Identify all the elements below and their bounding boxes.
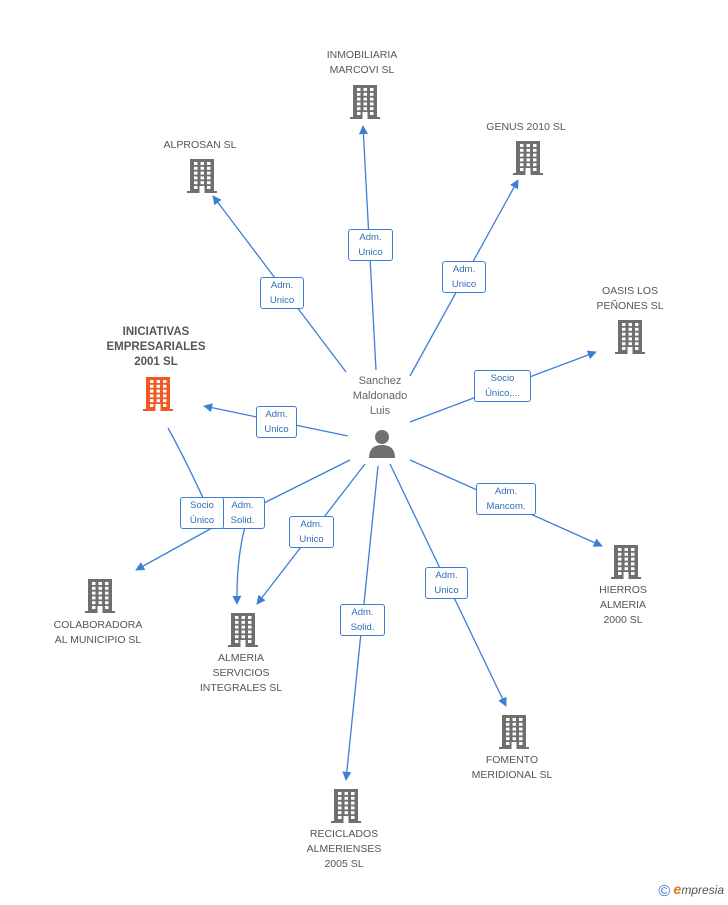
company-label-reciclados-almerienses[interactable]: RECICLADOS ALMERIENSES 2005 SL	[306, 828, 382, 870]
building-icon[interactable]	[228, 613, 258, 652]
person-icon[interactable]	[367, 428, 397, 463]
relation-badge[interactable]: Adm. Solid.	[340, 604, 385, 636]
company-label-oasis-los-penones[interactable]: OASIS LOS PEÑONES SL	[596, 285, 664, 312]
company-label-fomento-meridional[interactable]: FOMENTO MERIDIONAL SL	[471, 754, 553, 781]
building-icon[interactable]	[331, 789, 361, 828]
relation-badge[interactable]: Adm. Unico	[425, 567, 468, 599]
building-icon[interactable]	[611, 545, 641, 584]
company-label-hierros-almeria[interactable]: HIERROS ALMERIA 2000 SL	[599, 584, 647, 626]
relation-badge[interactable]: Adm. Unico	[442, 261, 486, 293]
relation-edge	[135, 527, 213, 571]
relation-badge[interactable]: Adm. Solid.	[220, 497, 265, 529]
company-label-almeria-servicios[interactable]: ALMERIA SERVICIOS INTEGRALES SL	[199, 652, 283, 694]
brand-logo-initial: e	[673, 881, 682, 897]
person-name[interactable]: Sanchez Maldonado Luis	[352, 375, 408, 417]
relation-badge[interactable]: Socio Único	[180, 497, 224, 529]
relation-badge[interactable]: Socio Único,...	[474, 370, 531, 402]
copyright-icon: ©	[658, 883, 671, 900]
building-icon[interactable]	[615, 320, 645, 359]
company-label-alprosan[interactable]: ALPROSAN SL	[163, 139, 237, 151]
relation-badge[interactable]: Adm. Unico	[260, 277, 304, 309]
company-label-colaboradora[interactable]: COLABORADORA AL MUNICIPIO SL	[53, 619, 143, 646]
relation-badge[interactable]: Adm. Unico	[289, 516, 334, 548]
brand-logo-text: mpresia	[681, 883, 724, 897]
building-icon[interactable]	[499, 715, 529, 754]
building-icon[interactable]	[85, 579, 115, 618]
building-icon[interactable]	[187, 159, 217, 198]
building-icon[interactable]	[513, 141, 543, 180]
relation-badge[interactable]: Adm. Unico	[348, 229, 393, 261]
relation-badge[interactable]: Adm. Unico	[256, 406, 297, 438]
relation-badge[interactable]: Adm. Mancom.	[476, 483, 536, 515]
building-icon[interactable]	[350, 85, 380, 124]
company-label-iniciativas-empresariales[interactable]: INICIATIVAS EMPRESARIALES 2001 SL	[106, 326, 206, 368]
company-label-inmobiliaria-marcovi[interactable]: INMOBILIARIA MARCOVI SL	[326, 49, 398, 76]
company-label-genus-2010[interactable]: GENUS 2010 SL	[486, 121, 566, 133]
brand-footer: © empresia	[658, 881, 724, 901]
building-icon[interactable]	[143, 377, 173, 416]
